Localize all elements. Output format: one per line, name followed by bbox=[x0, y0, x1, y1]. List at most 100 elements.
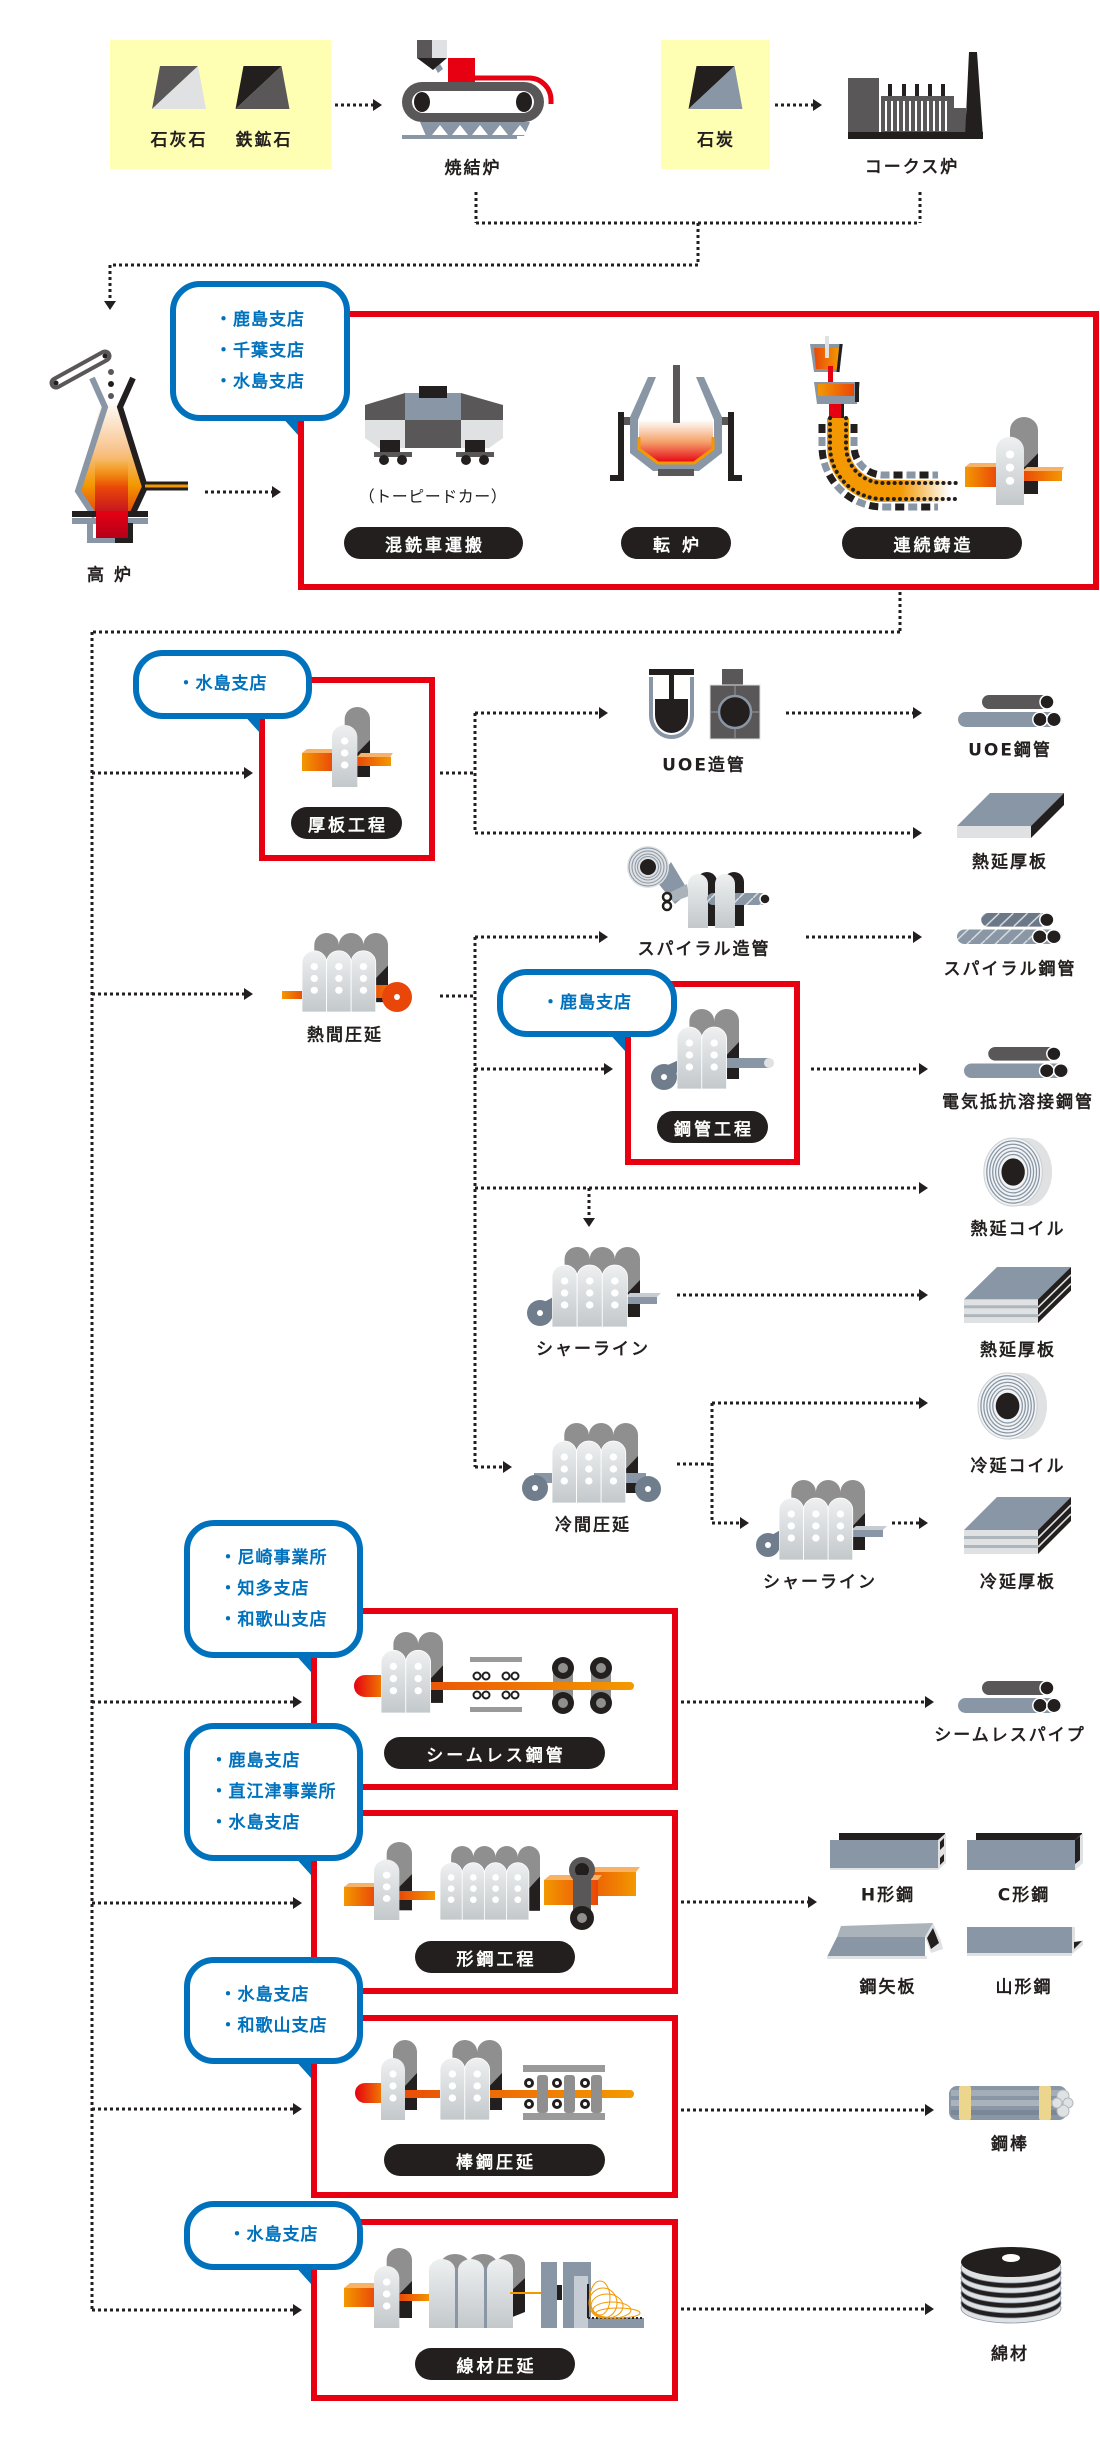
heavy-plate-icon bbox=[957, 793, 1064, 838]
raw-material-box-ore bbox=[110, 40, 331, 169]
flow-arrowhead-icon bbox=[925, 1696, 934, 1708]
label-seamless-pipe: シームレスパイプ bbox=[934, 1725, 1086, 1746]
step-pill-converter: 転 炉 bbox=[621, 527, 731, 559]
location-list: ・鹿島支店 bbox=[542, 988, 632, 1019]
label-wire-rod: 綿材 bbox=[991, 2344, 1029, 2365]
label-spiral-pipe: スパイラル鋼管 bbox=[943, 959, 1077, 980]
label-hot-shear-line: シャーライン bbox=[536, 1339, 650, 1360]
uoe-pipe-icon bbox=[958, 695, 1062, 727]
step-pill-wire-rod-mill: 線材圧延 bbox=[415, 2348, 575, 2380]
cold-shear-line-icon bbox=[756, 1480, 887, 1560]
location-list: ・水島支店 bbox=[229, 2220, 319, 2251]
hot-coil-icon bbox=[983, 1137, 1053, 1207]
location-item: ・水島支店 bbox=[228, 2225, 319, 2245]
step-pill-bar-mill: 棒鋼圧延 bbox=[384, 2144, 605, 2176]
location-bubble-seamless: ・尼崎事業所 ・知多支店 ・和歌山支店 bbox=[184, 1520, 363, 1672]
label-angle-steel: 山形鋼 bbox=[995, 1977, 1053, 1998]
spiral-pipe-making-icon bbox=[627, 846, 771, 928]
location-item: ・鹿島支店 bbox=[542, 992, 632, 1013]
label-hot-rolling: 熱間圧延 bbox=[307, 1025, 383, 1046]
label-h-beam: H形鋼 bbox=[860, 1885, 916, 1906]
coke-oven-icon bbox=[848, 52, 983, 139]
seamless-pipe-mill-icon bbox=[354, 1632, 634, 1714]
label-uoe-pipe-making: UOE造管 bbox=[662, 755, 746, 776]
location-list: ・水島支店 bbox=[178, 669, 268, 700]
location-bubble-plate-mill: ・水島支店 bbox=[133, 650, 312, 733]
flow-arrowhead-icon bbox=[913, 827, 922, 839]
converter-icon bbox=[610, 365, 742, 481]
flow-arrowhead-icon bbox=[583, 1218, 595, 1227]
location-item: ・直江津事業所 bbox=[210, 1781, 337, 1802]
flow-arrowhead-icon bbox=[913, 931, 922, 943]
location-item: ・和歌山支店 bbox=[219, 2015, 328, 2036]
hot-sheared-plate-icon bbox=[964, 1267, 1071, 1323]
flow-arrowhead-icon bbox=[925, 2303, 934, 2315]
location-bubble-steelmaking: ・鹿島支店 ・千葉支店 ・水島支店 bbox=[170, 281, 350, 435]
flow-arrowhead-icon bbox=[919, 1517, 928, 1529]
step-pill-seamless: シームレス鋼管 bbox=[384, 1737, 605, 1769]
location-bubble-pipe-mill: ・鹿島支店 bbox=[497, 969, 677, 1051]
coal-icon bbox=[688, 66, 743, 109]
flow-arrowhead-icon bbox=[293, 1696, 302, 1708]
location-item: ・和歌山支店 bbox=[219, 1609, 328, 1630]
limestone-icon bbox=[152, 66, 206, 109]
blast-furnace-icon bbox=[49, 349, 188, 543]
location-item: ・水島支店 bbox=[219, 1984, 310, 2005]
location-item: ・鹿島支店 bbox=[215, 309, 305, 330]
cold-plate-icon bbox=[964, 1497, 1071, 1554]
label-torpedo-car: （トーピードカー） bbox=[358, 487, 508, 506]
flow-arrowhead-icon bbox=[373, 99, 382, 111]
sintering-furnace-icon bbox=[402, 40, 554, 139]
flow-arrowhead-icon bbox=[808, 1896, 817, 1908]
step-pill-pipe-mill: 鋼管工程 bbox=[657, 1111, 768, 1143]
plate-mill-icon bbox=[302, 707, 393, 787]
wire-rod-mill-icon bbox=[344, 2248, 644, 2328]
step-pill-section-mill: 形鋼工程 bbox=[415, 1941, 575, 1973]
label-cold-rolling: 冷間圧延 bbox=[555, 1515, 631, 1536]
label-hot-sheared-plate: 熱延厚板 bbox=[980, 1340, 1056, 1361]
label-cold-coil: 冷延コイル bbox=[970, 1456, 1066, 1477]
location-list: ・水島支店 ・和歌山支店 bbox=[220, 1980, 328, 2042]
label-coal: 石炭 bbox=[697, 130, 735, 151]
flow-arrowhead-icon bbox=[604, 1063, 613, 1075]
location-item: ・水島支店 bbox=[215, 371, 305, 392]
label-iron-ore: 鉄鉱石 bbox=[235, 130, 293, 151]
location-item: ・千葉支店 bbox=[215, 340, 305, 361]
label-erw-pipe: 電気抵抗溶接鋼管 bbox=[942, 1092, 1094, 1113]
flow-arrowhead-icon bbox=[913, 707, 922, 719]
bar-mill-icon bbox=[355, 2040, 634, 2120]
flow-arrowhead-icon bbox=[293, 1897, 302, 1909]
location-item: ・水島支店 bbox=[210, 1812, 301, 1833]
location-item: ・知多支店 bbox=[219, 1578, 310, 1599]
location-item: ・尼崎事業所 bbox=[219, 1547, 328, 1568]
flow-arrowhead-icon bbox=[244, 988, 253, 1000]
label-cold-plate: 冷延厚板 bbox=[980, 1572, 1056, 1593]
angle-steel-icon bbox=[967, 1927, 1083, 1956]
continuous-caster-icon bbox=[810, 336, 1064, 511]
location-list: ・鹿島支店 ・千葉支店 ・水島支店 bbox=[215, 305, 305, 398]
location-item: ・水島支店 bbox=[177, 674, 268, 694]
flow-arrowhead-icon bbox=[919, 1182, 928, 1194]
label-sheet-pile: 鋼矢板 bbox=[859, 1977, 917, 1998]
location-list: ・鹿島支店 ・直江津事業所 ・水島支店 bbox=[211, 1746, 337, 1839]
spiral-pipe-icon bbox=[957, 913, 1062, 944]
label-cold-shear-line: シャーライン bbox=[763, 1572, 877, 1593]
flow-arrowhead-icon bbox=[503, 1461, 512, 1473]
step-pill-hot-metal-transport: 混銑車運搬 bbox=[344, 527, 523, 559]
step-pill-continuous-casting: 連続鋳造 bbox=[842, 527, 1022, 559]
location-bubble-section-mill: ・鹿島支店 ・直江津事業所 ・水島支店 bbox=[184, 1723, 363, 1875]
label-hot-coil: 熱延コイル bbox=[970, 1219, 1066, 1240]
label-steel-bar: 鋼棒 bbox=[991, 2134, 1029, 2155]
label-heavy-plate: 熱延厚板 bbox=[972, 852, 1048, 873]
label-sintering-furnace: 焼結炉 bbox=[444, 158, 502, 179]
flow-arrowhead-icon bbox=[599, 707, 608, 719]
erw-pipe-icon bbox=[964, 1047, 1069, 1078]
location-bubble-bar-mill: ・水島支店 ・和歌山支店 bbox=[184, 1957, 363, 2078]
label-limestone: 石灰石 bbox=[150, 130, 208, 151]
pipe-mill-icon bbox=[651, 1009, 774, 1090]
step-pill-plate-mill: 厚板工程 bbox=[291, 807, 402, 839]
cold-rolling-mill-icon bbox=[522, 1423, 661, 1503]
location-item: ・鹿島支店 bbox=[210, 1750, 301, 1771]
label-uoe-pipe: UOE鋼管 bbox=[968, 740, 1052, 761]
flow-arrowhead-icon bbox=[272, 486, 281, 498]
